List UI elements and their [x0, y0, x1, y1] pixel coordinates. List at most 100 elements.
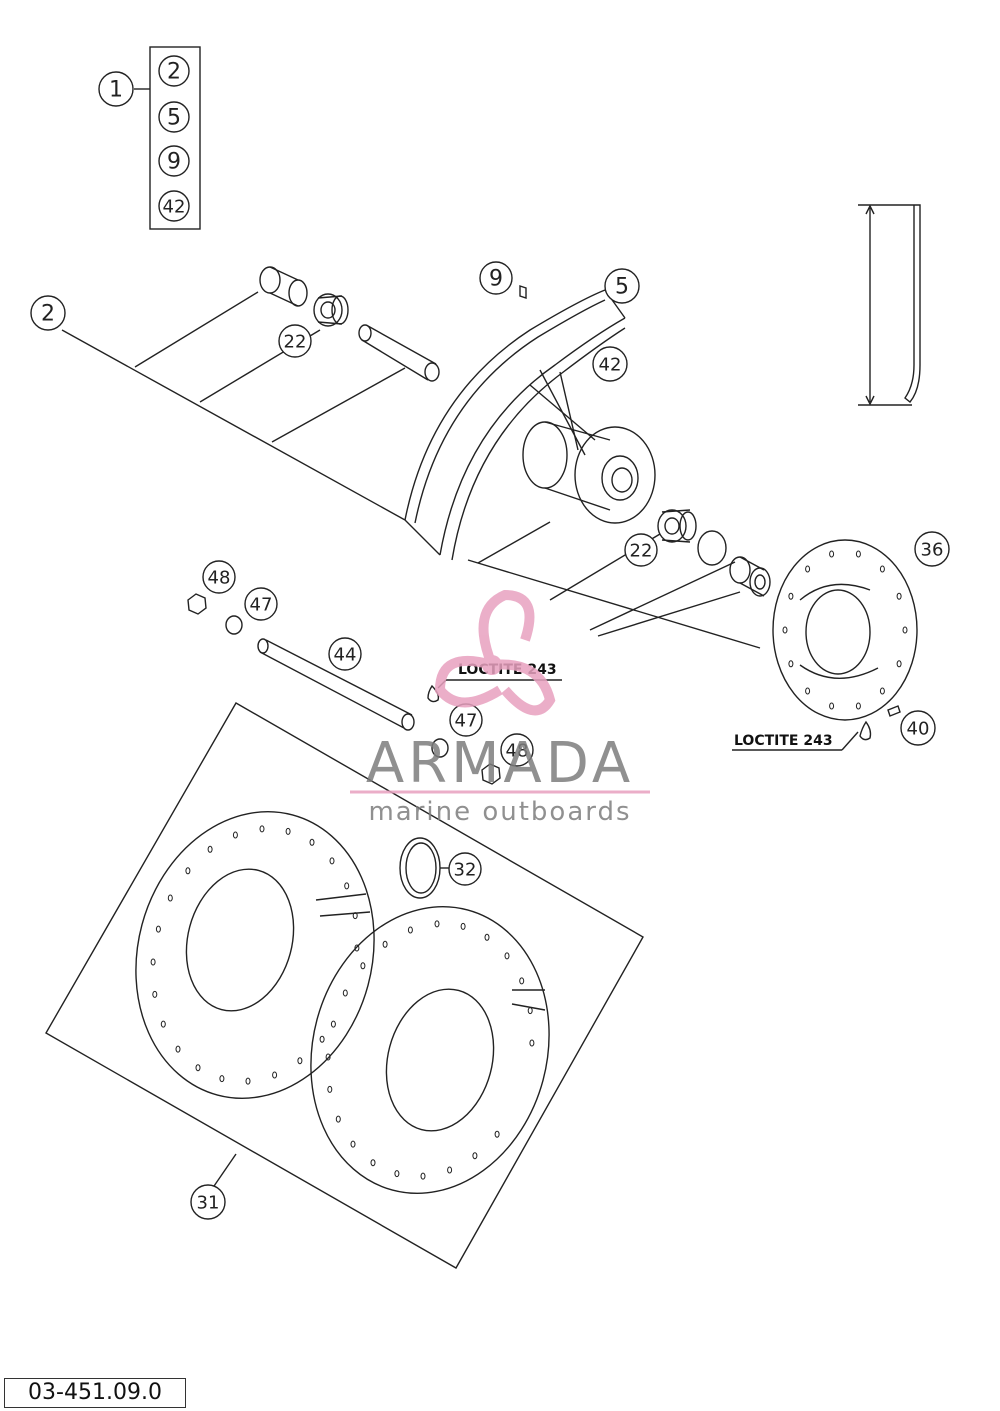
watermark-brand: ARMADA: [366, 731, 634, 796]
sticker-hole: [259, 825, 265, 833]
sticker-hole: [354, 944, 360, 952]
watermark-tagline: marine outboards: [368, 797, 631, 827]
disc-sticker-right: [310, 906, 550, 1194]
callout-31-label: 31: [197, 1193, 220, 1214]
callout-40: [900, 710, 936, 746]
sticker-hole: [272, 1071, 278, 1079]
sticker-hole: [155, 925, 161, 933]
sticker-hole: [325, 1053, 331, 1061]
kit-item-5: [158, 101, 190, 133]
callout-47b-label: 47: [455, 711, 478, 732]
callout-31: [190, 1184, 226, 1220]
sticker-hole: [420, 1172, 426, 1180]
spokes-part: [529, 369, 596, 456]
spoke-gauge: [858, 204, 921, 406]
sticker-hole: [805, 565, 811, 573]
sticker-hole: [167, 894, 173, 902]
kit-item-5-label: 5: [167, 106, 181, 131]
sticker-hole: [309, 838, 315, 846]
loctite-disc-leader: [841, 731, 859, 751]
distance-tube-part: [358, 324, 440, 382]
loctite-note-disc: LOCTITE 243: [734, 733, 833, 749]
leader-2-spacer: [134, 291, 259, 368]
sticker-hole: [855, 702, 861, 710]
sticker-hole: [327, 1085, 333, 1093]
sticker-hole: [370, 1159, 376, 1167]
washer-top-part: [225, 615, 243, 635]
leader-31: [211, 1153, 237, 1190]
propeller-icon: [434, 589, 556, 716]
sticker-hole: [504, 952, 510, 960]
sticker-hole: [805, 687, 811, 695]
nut-lower-part: [481, 763, 501, 785]
kit-item-9: [158, 145, 190, 177]
sticker-hole: [335, 1115, 341, 1123]
sticker-hole: [319, 1035, 325, 1043]
sticker-hole: [219, 1075, 225, 1083]
callout-40-label: 40: [907, 719, 930, 740]
leader-2-c: [589, 561, 736, 631]
propeller-hub: [482, 655, 502, 675]
sticker-hole: [407, 926, 413, 934]
callout-48b: [500, 733, 534, 767]
sticker-hole: [150, 958, 156, 966]
callout-9-label: 9: [489, 267, 503, 292]
leader-2-lower: [467, 559, 761, 649]
sticker-hole: [160, 1020, 166, 1028]
callout-44-label: 44: [334, 645, 357, 666]
sticker-hole: [352, 912, 358, 920]
callout-22a-label: 22: [284, 332, 307, 353]
sticker-hole: [360, 962, 366, 970]
dust-ring-part: [399, 837, 441, 899]
callout-42-label: 42: [599, 355, 622, 376]
sticker-hole: [527, 1007, 533, 1015]
sticker-hole: [896, 592, 902, 600]
nut-top-part: [187, 593, 207, 615]
sticker-hole: [788, 592, 794, 600]
leader-2-d: [597, 591, 741, 637]
watermark: ARMADA marine outboards: [350, 589, 650, 827]
callout-47a-label: 47: [250, 595, 273, 616]
disc-bolt-part: [887, 705, 901, 717]
kit-item-42: [158, 190, 190, 222]
sticker-hole: [344, 882, 350, 890]
callout-47a: [244, 587, 278, 621]
callout-36-label: 36: [921, 540, 944, 561]
callout-48a: [202, 560, 236, 594]
sticker-hole: [350, 1140, 356, 1148]
callouts: [30, 55, 950, 1220]
circlip-part: [697, 530, 727, 566]
sticker-hole-dots: [150, 550, 908, 1180]
callout-labels: 1 2 5 9 42 2 9 5 22 42 22 36 48 47 44 47…: [41, 60, 943, 1214]
sticker-hole: [829, 702, 835, 710]
callout-1: [98, 71, 134, 107]
sticker-hole: [788, 660, 794, 668]
callout-9: [479, 261, 513, 295]
callout-1-label: 1: [109, 78, 123, 103]
valve-part: [519, 285, 527, 299]
callout-44: [328, 637, 362, 671]
sticker-hole: [434, 920, 440, 928]
kit-item-2-label: 2: [167, 60, 181, 85]
sticker-hole: [152, 990, 158, 998]
sticker-hole: [207, 845, 213, 853]
callout-22b: [624, 533, 658, 567]
kit-box: [149, 46, 201, 230]
diagram-linework: [45, 46, 921, 1269]
rim-part: [404, 289, 626, 561]
sticker-hole: [394, 1170, 400, 1178]
callout-42: [592, 346, 628, 382]
callout-5: [604, 268, 640, 304]
leader-2-tube: [271, 367, 406, 443]
sticker-hole: [855, 550, 861, 558]
sticker-hole: [245, 1077, 251, 1085]
kit-item-9-label: 9: [167, 150, 181, 175]
sticker-hole: [529, 1039, 535, 1047]
sticker-hole: [447, 1166, 453, 1174]
drawing-code-label: 03-451.09.0: [4, 1378, 186, 1408]
callout-22a: [278, 324, 312, 358]
callout-5-label: 5: [615, 275, 629, 300]
sticker-hole: [285, 827, 291, 835]
sticker-hole: [329, 857, 335, 865]
